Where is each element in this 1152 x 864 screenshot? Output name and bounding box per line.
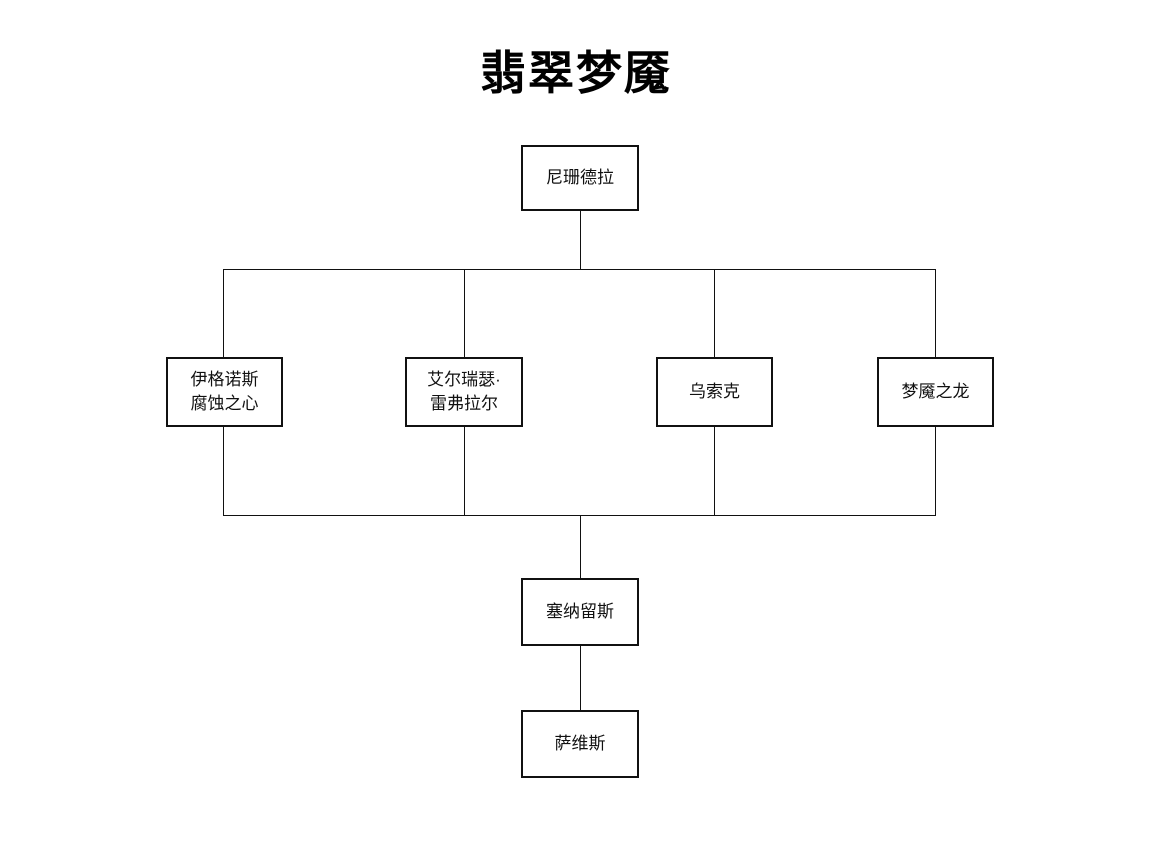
node-descendant-2[interactable]: 萨维斯 (521, 710, 639, 778)
connector-root-to-bus (580, 211, 581, 270)
connector-bus-to-child-1 (223, 269, 224, 358)
node-child-3[interactable]: 乌索克 (656, 357, 773, 427)
node-descendant-2-label: 萨维斯 (554, 734, 606, 753)
node-root-label: 尼珊德拉 (546, 168, 614, 187)
node-descendant-1[interactable]: 塞纳留斯 (521, 578, 639, 646)
node-child-1[interactable]: 伊格诺斯 腐蚀之心 (166, 357, 283, 427)
connector-child-1-to-bus (223, 427, 224, 516)
connector-child-3-to-bus (714, 427, 715, 516)
connector-child-2-to-bus (464, 427, 465, 516)
node-child-2-label: 艾尔瑞瑟· 雷弗拉尔 (427, 370, 501, 413)
connector-upper-bus (223, 269, 936, 270)
node-child-4[interactable]: 梦魇之龙 (877, 357, 994, 427)
connector-bus-to-child-2 (464, 269, 465, 358)
node-child-3-label: 乌索克 (689, 382, 740, 401)
node-child-2[interactable]: 艾尔瑞瑟· 雷弗拉尔 (405, 357, 523, 427)
node-child-4-label: 梦魇之龙 (901, 382, 970, 401)
connector-lower-bus (223, 515, 936, 516)
node-root[interactable]: 尼珊德拉 (521, 145, 639, 211)
connector-bus-to-descendant-1 (580, 515, 581, 579)
page-title: 翡翠梦魇 (480, 48, 672, 99)
node-child-1-label: 伊格诺斯 腐蚀之心 (190, 370, 259, 413)
connector-descendant-1-to-2 (580, 646, 581, 711)
connector-bus-to-child-4 (935, 269, 936, 358)
connector-child-4-to-bus (935, 427, 936, 516)
node-descendant-1-label: 塞纳留斯 (546, 602, 614, 621)
connector-bus-to-child-3 (714, 269, 715, 358)
